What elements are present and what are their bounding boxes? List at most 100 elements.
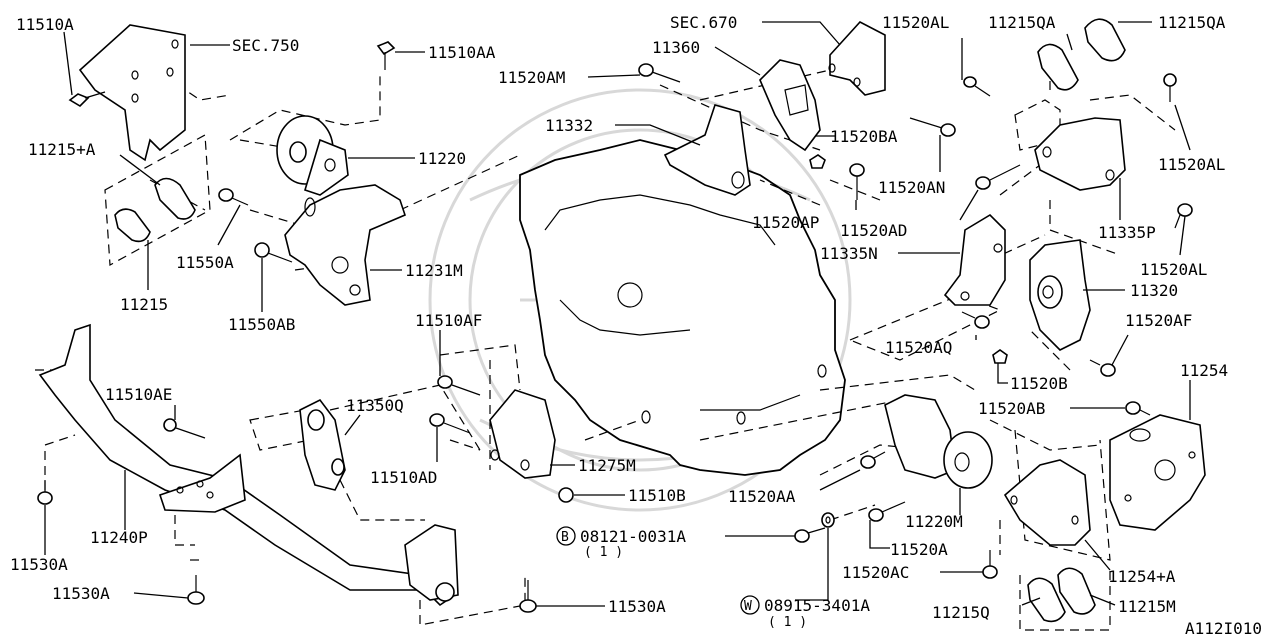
label-08121: 08121-0031A [580,527,686,546]
bracket-11231M [284,184,406,306]
label-11520AA: 11520AA [728,487,796,506]
callout-08915: W 08915-3401A ( 1 ) [740,595,870,630]
label-11530A-bottom: 11530A [52,584,110,603]
label-11254plusA: 11254+A [1108,567,1176,586]
bolt-11520AL-right [1163,73,1177,102]
bolt-11520AN [909,117,956,137]
pad-11215M [1057,567,1096,615]
pad-11215Q [1027,577,1066,623]
label-11520AN: 11520AN [878,178,945,197]
bolt-11520AB [1125,401,1151,416]
label-08121-prefix: B [561,530,569,545]
mount-11350Q [299,398,346,491]
label-08915-qty: ( 1 ) [768,615,807,630]
bolt-11520AF-right [1089,359,1116,377]
member-11240P [38,323,459,607]
label-11510AD: 11510AD [370,468,437,487]
bolt-11520AM [638,63,681,83]
mount-11220M [884,394,993,489]
bolt-11530A-left [37,480,53,505]
label-11510B: 11510B [628,486,686,505]
label-11520BA: 11520BA [830,127,898,146]
label-11510A: 11510A [16,15,74,34]
label-11520AL-top: 11520AL [882,13,949,32]
engine-block-outline [519,139,846,476]
label-11520B: 11520B [1010,374,1068,393]
label-11335P: 11335P [1098,223,1156,242]
bolt-11520AQ [961,311,990,329]
label-11510AA: 11510AA [428,43,496,62]
label-11520AF-right: 11520AF [1125,311,1192,330]
label-11335N: 11335N [820,244,878,263]
label-11220: 11220 [418,149,466,168]
label-11215Q: 11215Q [932,603,990,622]
bolt-11510AA [376,41,396,70]
pad-11215 [114,208,151,243]
callout-08121: B 08121-0031A ( 1 ) [556,526,686,560]
label-11231M: 11231M [405,261,463,280]
label-11530A-left: 11530A [10,555,68,574]
bolt-11520AP [849,163,865,200]
label-11360: 11360 [652,38,700,57]
nut-11520B [992,349,1008,364]
label-11520AP: 11520AP [752,213,819,232]
label-11275M: 11275M [578,456,636,475]
label-11550A: 11550A [176,253,234,272]
label-11215: 11215 [120,295,168,314]
label-11254: 11254 [1180,361,1228,380]
sec750-bracket [78,24,186,162]
label-11530A-center: 11530A [608,597,666,616]
bolt-11510AE [163,418,206,439]
label-11520AL-mid: 11520AL [1140,260,1207,279]
label-08121-qty: ( 1 ) [584,545,623,560]
bracket-11335N [943,213,1006,306]
bracket-11254plusA [1003,459,1091,546]
pad-11215plusA [154,177,196,220]
bracket-11254 [1109,414,1206,531]
label-08915-prefix: W [744,599,752,614]
label-11215QA-left: 11215QA [988,13,1056,32]
bolt-11520AL-top [963,76,991,97]
label-08915: 08915-3401A [764,596,870,615]
bolt-11550AB [254,242,293,263]
bolt-11510AD [429,413,471,434]
washer-08915 [821,512,835,528]
mount-11220 [276,115,349,196]
bolt-08121 [794,527,826,543]
bolt-11520A [868,501,906,522]
label-11550AB: 11550AB [228,315,295,334]
label-11520AL-right: 11520AL [1158,155,1225,174]
bolt-11510A [68,91,106,108]
callout-labels: 11510A SEC.750 11510AA 11215+A 11220 115… [10,13,1262,638]
bolt-11530A-center [519,580,537,613]
label-11320: 11320 [1130,281,1178,300]
mount-11320 [1029,239,1091,351]
pad-11215QA-left [1037,43,1079,91]
bolt-11520AC [982,550,998,579]
label-11520A: 11520A [890,540,948,559]
label-11215plusA: 11215+A [28,140,96,159]
sec670-bracket [828,21,886,96]
label-11520AQ: 11520AQ [885,338,952,357]
label-sec670: SEC.670 [670,13,737,32]
label-11220M: 11220M [905,512,963,531]
bracket-11332 [663,104,751,196]
label-11332: 11332 [545,116,593,135]
label-11520AD: 11520AD [840,221,907,240]
label-11510AE: 11510AE [105,385,172,404]
footer-code: A112I010 [1185,619,1262,638]
bolt-11520AD [975,164,1021,190]
label-11520AM: 11520AM [498,68,565,87]
nut-11520BA [809,154,826,169]
callout-leaders [44,21,1191,607]
bracket-11275M [489,389,556,479]
bolt-11550A [218,188,249,206]
label-sec750: SEC.750 [232,36,299,55]
label-11240P: 11240P [90,528,148,547]
bolt-11510AF [437,375,481,396]
nut-11510B [558,487,574,503]
bolt-11530A-bottom [187,575,205,605]
label-11520AC: 11520AC [842,563,909,582]
